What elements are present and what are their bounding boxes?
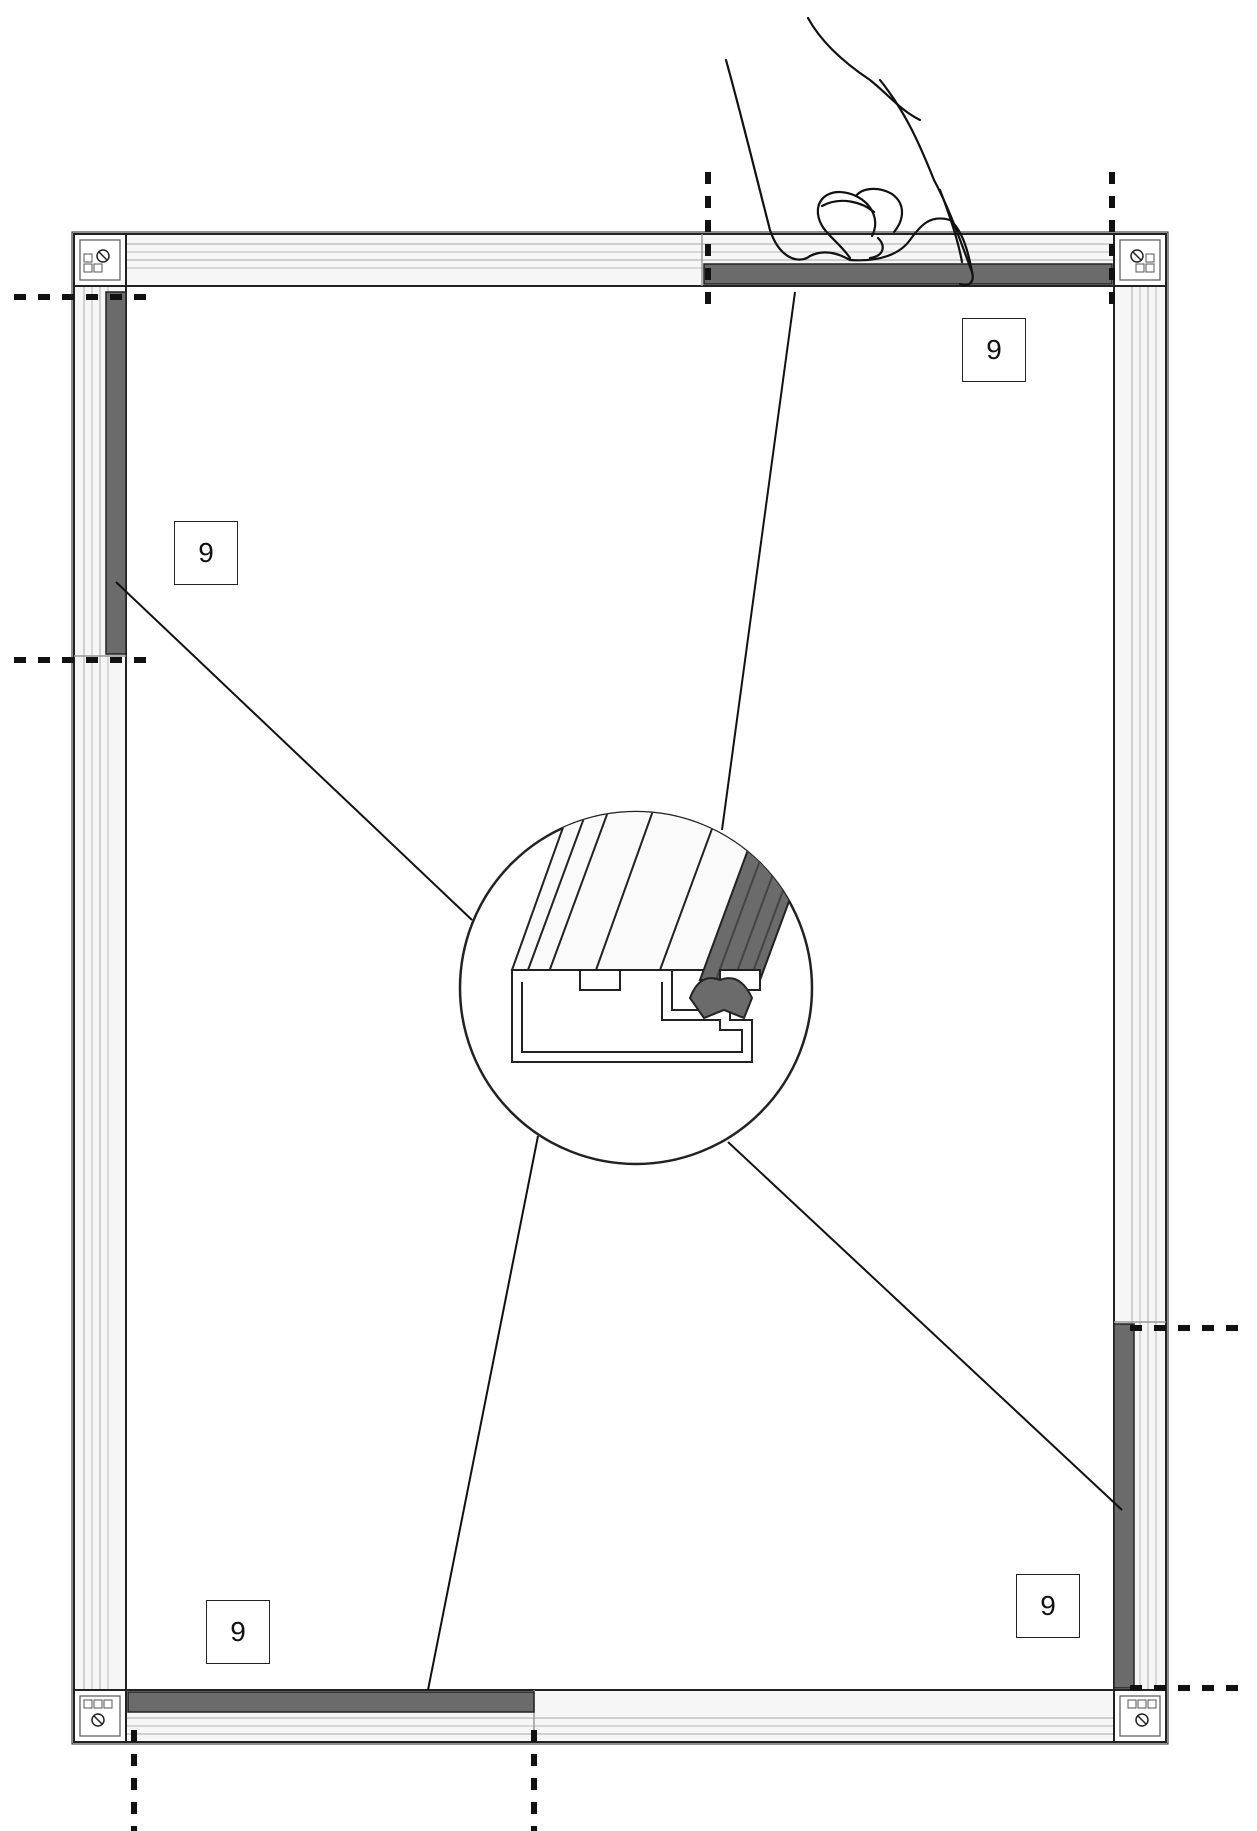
gasket-strip-right <box>1113 1323 1135 1689</box>
hand-pointer-icon <box>724 16 974 287</box>
step-label-bottom-right: 9 <box>1016 1574 1080 1638</box>
gasket-strip-bottom <box>127 1691 535 1713</box>
frame-right-profile <box>1113 285 1167 1691</box>
corner-connector-icon <box>1113 233 1167 287</box>
corner-connector-icon <box>73 1689 127 1743</box>
detail-leader-lines <box>115 291 1123 1691</box>
corner-connector-icon <box>1113 1689 1167 1743</box>
step-label-top-right: 9 <box>962 318 1026 382</box>
profile-cross-section-icon <box>458 810 814 1166</box>
gasket-strip-left <box>105 291 127 655</box>
step-label-bottom-left: 9 <box>206 1600 270 1664</box>
section-marker-lines <box>14 172 1250 1831</box>
gasket-strip-top <box>703 263 1113 285</box>
step-label-left: 9 <box>174 521 238 585</box>
frame-top-profile <box>125 233 1115 287</box>
corner-connector-icon <box>73 233 127 287</box>
